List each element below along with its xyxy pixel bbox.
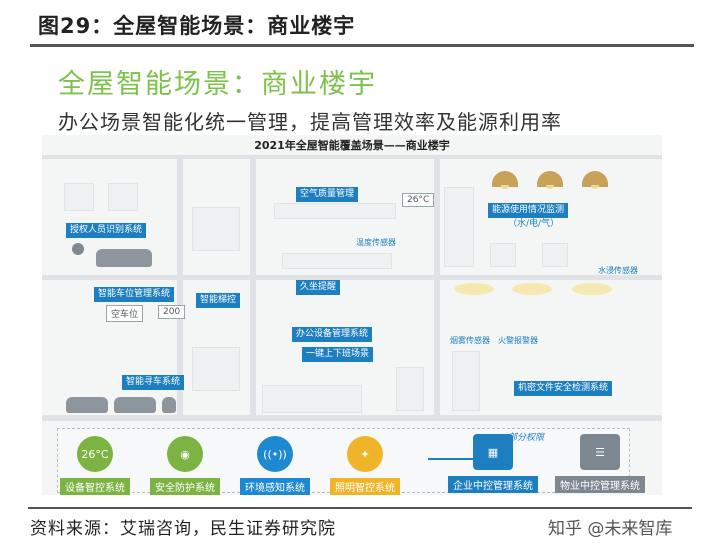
illustration-title: 2021年全屋智能覆盖场景——商业楼宇 — [254, 139, 450, 152]
system-label: 物业中控管理系统 — [555, 476, 645, 493]
system-label: 安全防护系统 — [150, 478, 220, 495]
ceiling-light — [572, 283, 612, 295]
thermostat-icon: 26°C — [77, 436, 113, 472]
system-enterprise-control: ▦ 企业中控管理系统 — [448, 434, 538, 493]
floor-slab — [42, 415, 662, 421]
floor-slab — [42, 155, 662, 159]
car-icon — [96, 249, 152, 267]
pendant-lamp-icon — [537, 171, 563, 189]
printer — [396, 367, 424, 411]
parking-count: 200 — [158, 305, 186, 319]
parking-count-value: 200 — [163, 307, 181, 317]
ceiling-light — [454, 283, 494, 295]
label-energy-sub: （水/电/气） — [508, 219, 560, 229]
system-label: 设备智控系统 — [60, 478, 130, 495]
system-device-control: 26°C 设备智控系统 — [60, 436, 130, 495]
sub-heading: 办公场景智能化统一管理，提高管理效率及能源利用率 — [58, 110, 562, 134]
system-security: ◉ 安全防护系统 — [150, 436, 220, 495]
label-face-id: 授权人员识别系统 — [66, 223, 147, 238]
pendant-lamp-icon — [492, 171, 518, 189]
figure-title: 图29：全屋智能场景：商业楼宇 — [38, 14, 356, 38]
face-id-panel — [64, 183, 94, 211]
toilet — [542, 243, 568, 267]
system-label: 企业中控管理系统 — [448, 476, 538, 493]
system-label: 环境感知系统 — [240, 478, 310, 495]
wall — [250, 155, 256, 421]
lightbulb-glyph: ✦ — [360, 447, 370, 461]
label-energy-monitor: 能源使用情况监测 — [488, 203, 569, 218]
system-label: 照明智控系统 — [330, 478, 400, 495]
wall — [177, 155, 183, 421]
link-arrow — [428, 458, 484, 460]
elevator-door — [192, 207, 240, 251]
pendant-lamp-icon — [582, 171, 608, 189]
office-door — [452, 351, 480, 411]
toilet — [490, 243, 516, 267]
thermostat-display: 26°C — [402, 193, 435, 207]
parking-sign: 空车位 — [106, 305, 144, 322]
label-one-key: 一键上下班场景 — [302, 347, 374, 362]
label-temp-sensor: 温度传感器 — [356, 238, 396, 247]
guard-panel-icon: ☰ — [580, 434, 620, 470]
system-environment: ((•)) 环境感知系统 — [240, 436, 310, 495]
label-doc-security: 机密文件安全检测系统 — [514, 381, 613, 396]
restroom-door — [444, 187, 474, 267]
car-icon — [162, 397, 176, 413]
system-lighting: ✦ 照明智控系统 — [330, 436, 400, 495]
label-fire-sensor: 火警报警器 — [498, 336, 538, 345]
thermostat-glyph: 26°C — [81, 447, 109, 461]
label-long-sit: 久坐提醒 — [296, 280, 341, 295]
floor-slab — [42, 275, 662, 280]
lightbulb-icon: ✦ — [347, 436, 383, 472]
system-property-control: ☰ 物业中控管理系统 — [555, 434, 645, 493]
label-parking-mgmt: 智能车位管理系统 — [94, 287, 175, 302]
label-air-quality: 空气质量管理 — [296, 187, 359, 202]
car-icon — [114, 397, 156, 413]
source-note: 资料来源：艾瑞咨询，民生证券研究院 — [30, 519, 336, 539]
label-elevator: 智能梯控 — [196, 293, 241, 308]
label-smoke-sensor: 烟雾传感器 — [450, 336, 490, 345]
parking-sign-label: 空车位 — [111, 310, 139, 320]
ceiling-light — [512, 283, 552, 295]
air-conditioner — [274, 203, 396, 219]
label-office-equip: 办公设备管理系统 — [292, 327, 373, 342]
temp-value: 26°C — [407, 195, 430, 205]
watermark: 知乎 @未来智库 — [548, 519, 673, 539]
sensor-wave-glyph: ((•)) — [263, 447, 287, 461]
meeting-table — [282, 253, 392, 269]
bottom-divider — [28, 507, 692, 509]
office-desk — [262, 385, 362, 413]
wall — [434, 155, 440, 421]
face-id-panel — [108, 183, 138, 211]
camera-icon: ◉ — [167, 436, 203, 472]
link-label: 部分权限 — [508, 433, 545, 443]
sensor-wave-icon: ((•)) — [257, 436, 293, 472]
car-icon — [66, 397, 108, 413]
person-icon — [72, 243, 84, 255]
label-water-sensor: 水浸传感器 — [598, 266, 638, 275]
elevator-door — [192, 347, 240, 391]
camera-glyph: ◉ — [180, 447, 190, 461]
main-heading: 全屋智能场景：商业楼宇 — [58, 69, 377, 100]
top-divider — [30, 44, 694, 47]
monitor-chart-icon: ▦ — [473, 434, 513, 470]
label-car-search: 智能寻车系统 — [122, 375, 185, 390]
